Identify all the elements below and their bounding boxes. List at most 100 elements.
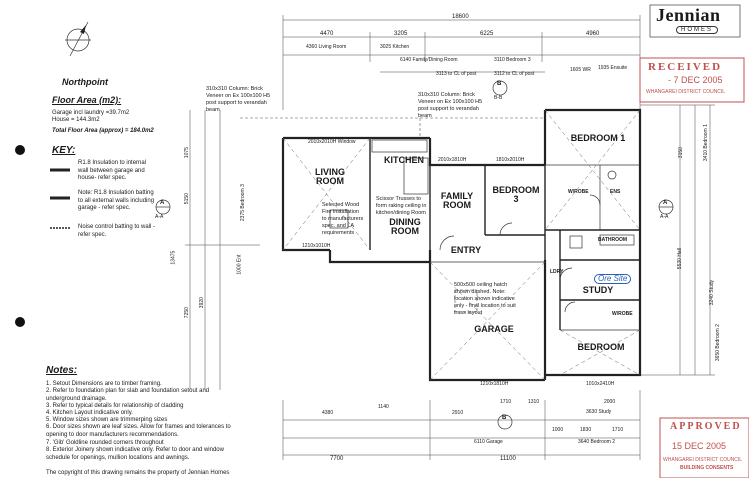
ceiling-hatch bbox=[454, 289, 478, 313]
dim-bottom-bed2: 3640 Bedroom 2 bbox=[578, 439, 615, 445]
section-a-right-label: A bbox=[663, 200, 668, 206]
dim-top-room-family: 6140 Family/Dining Room bbox=[400, 57, 458, 63]
handwritten-note: Ore Site bbox=[594, 274, 632, 285]
kitchen-island bbox=[403, 157, 429, 195]
room-wrobe-1: W/ROBE bbox=[568, 189, 589, 195]
dim-top-room-living: 4360 Living Room bbox=[306, 44, 347, 50]
fireplace-icon bbox=[329, 209, 349, 229]
section-marker-b-top-icon bbox=[492, 80, 508, 96]
section-marker-a-right-icon bbox=[658, 199, 674, 215]
dim-left-7: 1000 Ent bbox=[236, 254, 243, 275]
dim-left-2: 5150 bbox=[183, 193, 190, 205]
received-stamp-org: WHANGAREI DISTRICT COUNCIL bbox=[646, 89, 726, 95]
key-item-2: Note: R1.8 Insulation batting to all ext… bbox=[78, 190, 155, 211]
notes-item-8: 8. Exterior Joinery shown indicative onl… bbox=[46, 447, 224, 461]
window-label-6: 1010x2410H bbox=[586, 381, 615, 387]
room-garage: GARAGE bbox=[474, 324, 514, 334]
notes-item-6: 6. Door sizes shown are leaf sizes. Allo… bbox=[46, 424, 231, 438]
window-label-5: 1210x1810H bbox=[480, 381, 509, 387]
ceiling-diagonals bbox=[282, 109, 641, 381]
binder-hole-bottom bbox=[15, 317, 25, 327]
section-a-ref-left: A-A bbox=[155, 214, 164, 220]
north-arrow-icon bbox=[65, 21, 91, 57]
verandah-outline bbox=[240, 117, 421, 138]
dim-bottom-misc-9: 1710 bbox=[612, 427, 624, 433]
dim-top-2: 3205 bbox=[394, 31, 408, 37]
approved-stamp-border bbox=[659, 417, 749, 478]
kitchen-bench bbox=[371, 139, 428, 153]
room-entry: ENTRY bbox=[450, 245, 482, 255]
floor-area-total: Total Floor Area (approx) = 184.0m2 bbox=[52, 128, 154, 134]
approved-stamp-org: WHANGAREI DISTRICT COUNCIL bbox=[663, 457, 743, 463]
right-dimension-lines bbox=[640, 104, 715, 376]
room-living: LIVING ROOM bbox=[314, 167, 345, 187]
dim-bottom-misc-8: 1830 bbox=[580, 427, 592, 433]
window-label-4: 1810x2010H bbox=[496, 157, 525, 163]
room-ensuite: ENS bbox=[610, 189, 621, 195]
room-bedroom3: BEDROOM 3 bbox=[492, 185, 540, 205]
notes-item-2: 2. Refer to foundation plan for slab and… bbox=[46, 388, 210, 402]
dim-top-1: 4470 bbox=[320, 31, 334, 37]
dim-bottom-misc-4: 1710 bbox=[500, 399, 512, 405]
bottom-dimension-lines bbox=[282, 390, 641, 460]
dim-top-room-bed3: 3110 Bedroom 3 bbox=[494, 57, 531, 63]
dim-bottom-misc-7: 2000 bbox=[604, 399, 616, 405]
notes-item-7: 7. 'Gib' Goldline rounded corners throug… bbox=[46, 440, 164, 446]
section-marker-a-left-icon bbox=[155, 199, 171, 215]
room-wrobe-2: W/ROBE bbox=[612, 311, 633, 317]
approved-stamp-dept: BUILDING CONSENTS bbox=[680, 465, 734, 471]
exterior-walls bbox=[281, 108, 642, 382]
callout-ceiling-hatch: 500x500 ceiling hatch shown dashed. Note… bbox=[454, 282, 516, 316]
top-dimension-lines bbox=[282, 15, 641, 110]
brand-logo: Jennian bbox=[656, 5, 721, 25]
window-label-2: 1210x1010H bbox=[302, 243, 331, 249]
room-family: FAMILY ROOM bbox=[440, 191, 474, 211]
dim-top-4: 4960 bbox=[586, 31, 600, 37]
room-bathroom: BATHROOM bbox=[598, 237, 628, 243]
dim-cl-post-b: 3112 to CL of post bbox=[494, 71, 535, 77]
dim-top-room-ensuite: 1935 Ensuite bbox=[598, 65, 628, 71]
dim-bottom-total-2: 11100 bbox=[500, 456, 516, 462]
dim-left-5: 3920 bbox=[198, 297, 205, 309]
received-stamp-date: - 7 DEC 2005 bbox=[668, 75, 723, 85]
section-a-left-label: A bbox=[160, 200, 165, 206]
brand-subtitle: HOMES bbox=[676, 26, 719, 35]
notes-item-5: 5. Window sizes shown are trimmerping si… bbox=[46, 417, 168, 423]
dim-right-1: 3150 bbox=[677, 147, 684, 159]
dim-bottom-garage: 6110 Garage bbox=[474, 439, 503, 445]
dim-top-room-wr: 1605 WR bbox=[570, 67, 591, 73]
room-dining: DINING ROOM bbox=[389, 217, 421, 237]
notes-item-3: 3. Refer to typical details for relation… bbox=[46, 403, 184, 409]
callout-scissor-trusses: Scissor Trusses to form raking ceiling i… bbox=[376, 196, 427, 216]
brand-box bbox=[649, 4, 741, 38]
copyright-note: The copyright of this drawing remains th… bbox=[46, 470, 230, 476]
room-kitchen: KITCHEN bbox=[384, 155, 424, 165]
key-item-3: Noise control batting to wall - refer sp… bbox=[78, 224, 156, 238]
dim-bottom-misc-5: 1310 bbox=[528, 399, 540, 405]
floor-area-house: House = 144.3m2 bbox=[52, 117, 100, 123]
dim-left-4: 7250 bbox=[183, 307, 190, 319]
room-laundry: LDRY bbox=[550, 269, 564, 275]
notes-item-1: 1. Setout Dimensions are to timber frami… bbox=[46, 381, 162, 387]
binder-hole-top bbox=[15, 145, 25, 155]
section-a-ref-right: A-A bbox=[660, 214, 669, 220]
dim-top-3: 6225 bbox=[480, 31, 494, 37]
callout-fire: Selected Wood Fire installation to manuf… bbox=[322, 202, 364, 236]
key-item-1: R1.8 Insulation to internal wall between… bbox=[78, 160, 147, 181]
dim-right-2: 3410 Bedroom 1 bbox=[702, 124, 709, 162]
room-bedroom2: BEDROOM bbox=[577, 342, 625, 352]
northpoint-label: Northpoint bbox=[62, 77, 108, 87]
callout-column-left: 310x310 Column: Brick Veneer on Ex 100x1… bbox=[206, 86, 271, 113]
dim-bottom-misc-3: 2910 bbox=[452, 410, 464, 416]
floor-area-garage: Garage incl laundry =39.7m2 bbox=[52, 110, 130, 116]
window-label-1: 2010x2010H Window bbox=[308, 139, 356, 145]
room-study: STUDY bbox=[582, 285, 614, 295]
section-b-bottom-label: B bbox=[502, 415, 507, 421]
received-stamp-border bbox=[639, 57, 745, 103]
approved-stamp-title: APPROVED bbox=[670, 421, 742, 432]
callout-column-right: 310x310 Column: Brick Veneer on Ex 100x1… bbox=[418, 92, 483, 119]
room-bedroom1: BEDROOM 1 bbox=[570, 133, 626, 143]
approved-stamp-date: 15 DEC 2005 bbox=[672, 441, 727, 451]
dim-right-3: 5530 Hall bbox=[676, 248, 683, 270]
